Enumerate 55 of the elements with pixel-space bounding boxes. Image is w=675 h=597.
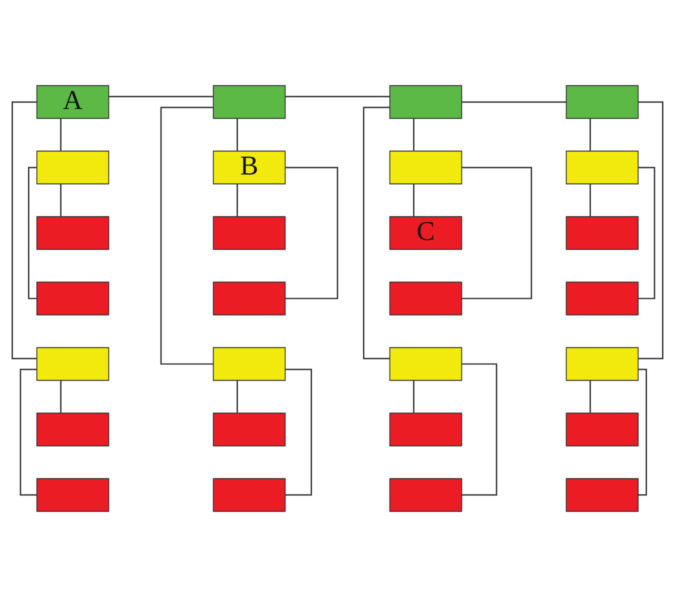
- node-box: [389, 85, 462, 119]
- node-box: [212, 216, 286, 250]
- connector: [285, 96, 390, 98]
- node-box: [566, 412, 639, 446]
- connector: [60, 380, 62, 413]
- node-box: [566, 347, 639, 381]
- connector: [236, 184, 238, 216]
- connector: [413, 380, 414, 413]
- connector: [285, 368, 312, 496]
- node-box: A: [36, 85, 110, 119]
- connector: [590, 118, 591, 151]
- connector: [462, 363, 498, 496]
- connector: [590, 184, 591, 216]
- connector: [362, 106, 390, 360]
- connector: [28, 166, 37, 300]
- node-box: [212, 347, 286, 381]
- connector: [160, 106, 214, 365]
- node-box: [212, 478, 286, 512]
- node-box: [36, 282, 110, 316]
- node-box: B: [212, 150, 286, 184]
- connector: [236, 118, 238, 151]
- connector: [108, 96, 214, 98]
- node-box: [36, 150, 110, 184]
- node-box: [566, 216, 639, 250]
- connector: [590, 380, 591, 413]
- node-box: [566, 478, 639, 512]
- connector: [413, 184, 414, 216]
- node-box: [212, 85, 286, 119]
- node-box: [389, 412, 462, 446]
- connector: [12, 101, 37, 360]
- connector: [462, 166, 532, 300]
- node-box: [566, 85, 639, 119]
- connector: [638, 101, 664, 360]
- node-box: [212, 282, 286, 316]
- node-box: [389, 347, 462, 381]
- node-box: [389, 150, 462, 184]
- connector: [60, 118, 62, 151]
- node-box: [36, 347, 110, 381]
- connector: [285, 166, 338, 300]
- node-box: [566, 150, 639, 184]
- node-box: [212, 412, 286, 446]
- connector: [236, 380, 238, 413]
- node-box: C: [389, 216, 462, 250]
- connector: [462, 101, 566, 103]
- connector: [20, 368, 37, 496]
- node-box: [389, 282, 462, 316]
- connector: [60, 184, 62, 216]
- connector: [638, 368, 648, 496]
- node-box: [36, 216, 110, 250]
- node-box: [36, 412, 110, 446]
- connector: [638, 166, 656, 300]
- node-box: [389, 478, 462, 512]
- node-box: [36, 478, 110, 512]
- node-box: [566, 282, 639, 316]
- connector: [413, 118, 414, 151]
